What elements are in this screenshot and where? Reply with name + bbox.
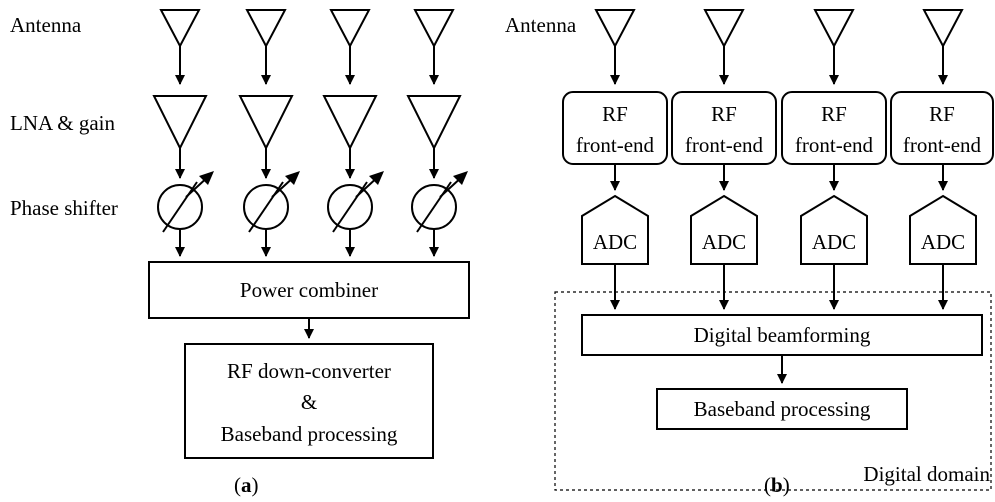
phase-shifter-icon: [327, 171, 384, 233]
rf-frontend-box: RF front-end: [671, 91, 777, 165]
chain-b-1: RF front-end ADC: [562, 9, 668, 310]
chain-a-4: [406, 9, 468, 257]
digital-domain-label: Digital domain: [863, 462, 990, 486]
antenna-label-a: Antenna: [10, 13, 82, 37]
svg-text:ADC: ADC: [812, 230, 856, 254]
chain-a-1: [152, 9, 214, 257]
svg-text:RF: RF: [711, 102, 737, 126]
digital-beamforming-label: Digital beamforming: [694, 323, 871, 347]
downconverter-line3: Baseband processing: [221, 422, 398, 446]
panel-a: Antenna LNA & gain Phase shifter: [10, 9, 470, 497]
caption-b: (b): [764, 473, 790, 497]
power-combiner-box: Power combiner: [148, 261, 470, 319]
antenna-icon: [159, 9, 201, 49]
amplifier-icon: [322, 95, 378, 151]
svg-text:front-end: front-end: [685, 133, 764, 157]
antenna-icon: [329, 9, 371, 49]
svg-text:RF: RF: [821, 102, 847, 126]
antenna-label-b: Antenna: [505, 13, 577, 37]
svg-text:ADC: ADC: [593, 230, 637, 254]
svg-text:front-end: front-end: [903, 133, 982, 157]
amplifier-icon: [238, 95, 294, 151]
antenna-icon: [703, 9, 745, 49]
chain-a-3: [322, 9, 384, 257]
downconverter-line2: &: [301, 390, 317, 414]
svg-text:ADC: ADC: [921, 230, 965, 254]
downconverter-box: RF down-converter & Baseband processing: [184, 343, 434, 459]
svg-text:RF: RF: [929, 102, 955, 126]
antenna-icon: [922, 9, 964, 49]
svg-text:front-end: front-end: [576, 133, 655, 157]
power-combiner-label: Power combiner: [240, 278, 378, 302]
antenna-icon: [594, 9, 636, 49]
chain-b-4: RF front-end ADC: [890, 9, 994, 310]
adc-block: ADC: [581, 194, 649, 265]
svg-text:RF: RF: [602, 102, 628, 126]
antenna-icon: [813, 9, 855, 49]
rf-frontend-box: RF front-end: [890, 91, 994, 165]
svg-text:front-end: front-end: [795, 133, 874, 157]
amplifier-icon: [406, 95, 462, 151]
chain-a-2: [238, 9, 300, 257]
baseband-box: Baseband processing: [656, 388, 908, 430]
rf-frontend-box: RF front-end: [781, 91, 887, 165]
phase-shifter-icon: [157, 171, 214, 233]
chain-b-2: RF front-end ADC: [671, 9, 777, 310]
rf-frontend-box: RF front-end: [562, 91, 668, 165]
adc-block: ADC: [690, 194, 758, 265]
adc-block: ADC: [909, 194, 977, 265]
svg-text:ADC: ADC: [702, 230, 746, 254]
phase-shifter-icon: [411, 171, 468, 233]
phase-shifter-label: Phase shifter: [10, 196, 118, 220]
amplifier-icon: [152, 95, 208, 151]
digital-beamforming-box: Digital beamforming: [581, 314, 983, 356]
baseband-label: Baseband processing: [694, 397, 871, 421]
caption-a: (a): [234, 473, 259, 497]
antenna-icon: [413, 9, 455, 49]
digital-domain-region: [554, 291, 992, 491]
adc-block: ADC: [800, 194, 868, 265]
phase-shifter-icon: [243, 171, 300, 233]
antenna-icon: [245, 9, 287, 49]
downconverter-line1: RF down-converter: [227, 359, 391, 383]
panel-b: Antenna Digital domain RF front-end ADC: [505, 9, 994, 497]
chain-b-3: RF front-end ADC: [781, 9, 887, 310]
lna-label: LNA & gain: [10, 111, 115, 135]
